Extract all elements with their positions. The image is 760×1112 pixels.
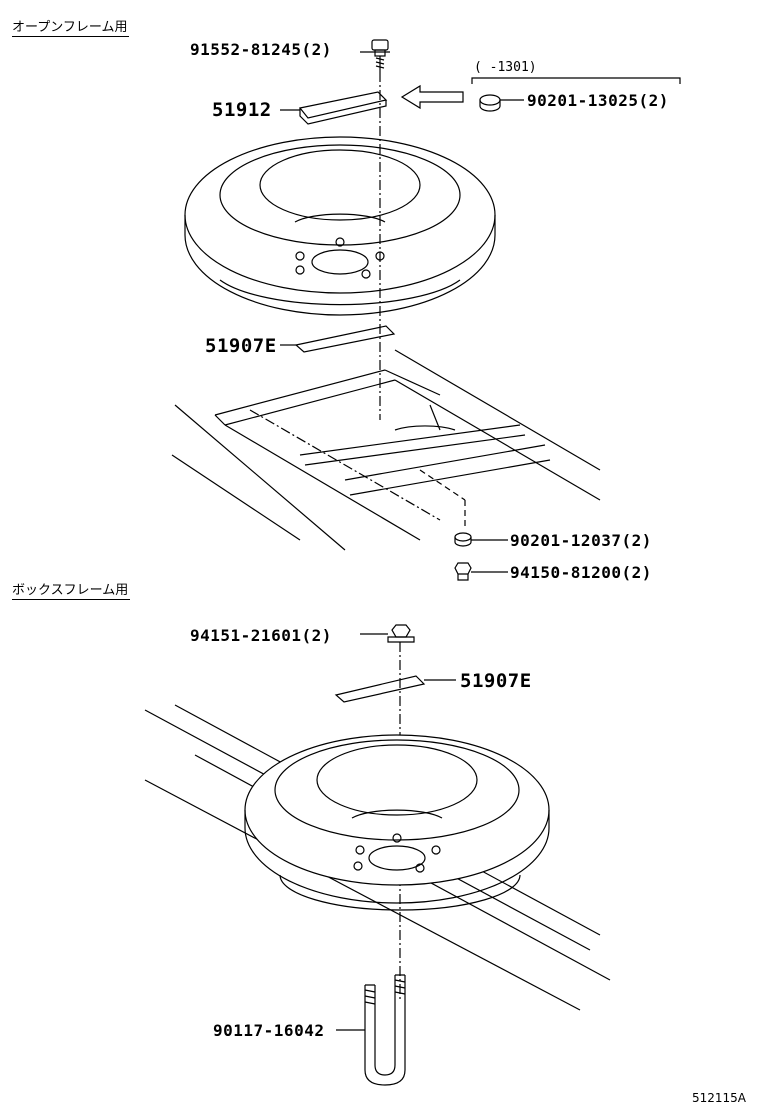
spare-tire-top	[184, 136, 496, 316]
bolt-top	[371, 39, 389, 72]
part-label-90201-13025: 90201-13025(2)	[527, 91, 669, 110]
part-label-94150-81200: 94150-81200(2)	[510, 563, 652, 582]
part-label-51912: 51912	[212, 99, 272, 121]
section-title-open-frame: オープンフレーム用	[12, 16, 130, 37]
bracket-51912	[298, 91, 388, 125]
spare-tire-bottom	[244, 734, 550, 911]
bolt-bottom	[387, 624, 415, 643]
part-label-90117-16042: 90117-16042	[213, 1021, 325, 1040]
part-label-91552-81245: 91552-81245(2)	[190, 40, 332, 59]
figure-number: 512115A	[692, 1091, 747, 1105]
section-title-box-frame: ボックスフレーム用	[12, 579, 131, 600]
range-note: ( -1301)	[474, 60, 537, 75]
u-bolt	[364, 974, 406, 1086]
part-label-51907e-top: 51907E	[205, 335, 277, 357]
part-label-94151-21601: 94151-21601(2)	[190, 626, 332, 645]
part-label-51907e-bottom: 51907E	[460, 670, 532, 692]
frame-open	[171, 349, 601, 551]
part-label-90201-12037: 90201-12037(2)	[510, 531, 652, 550]
